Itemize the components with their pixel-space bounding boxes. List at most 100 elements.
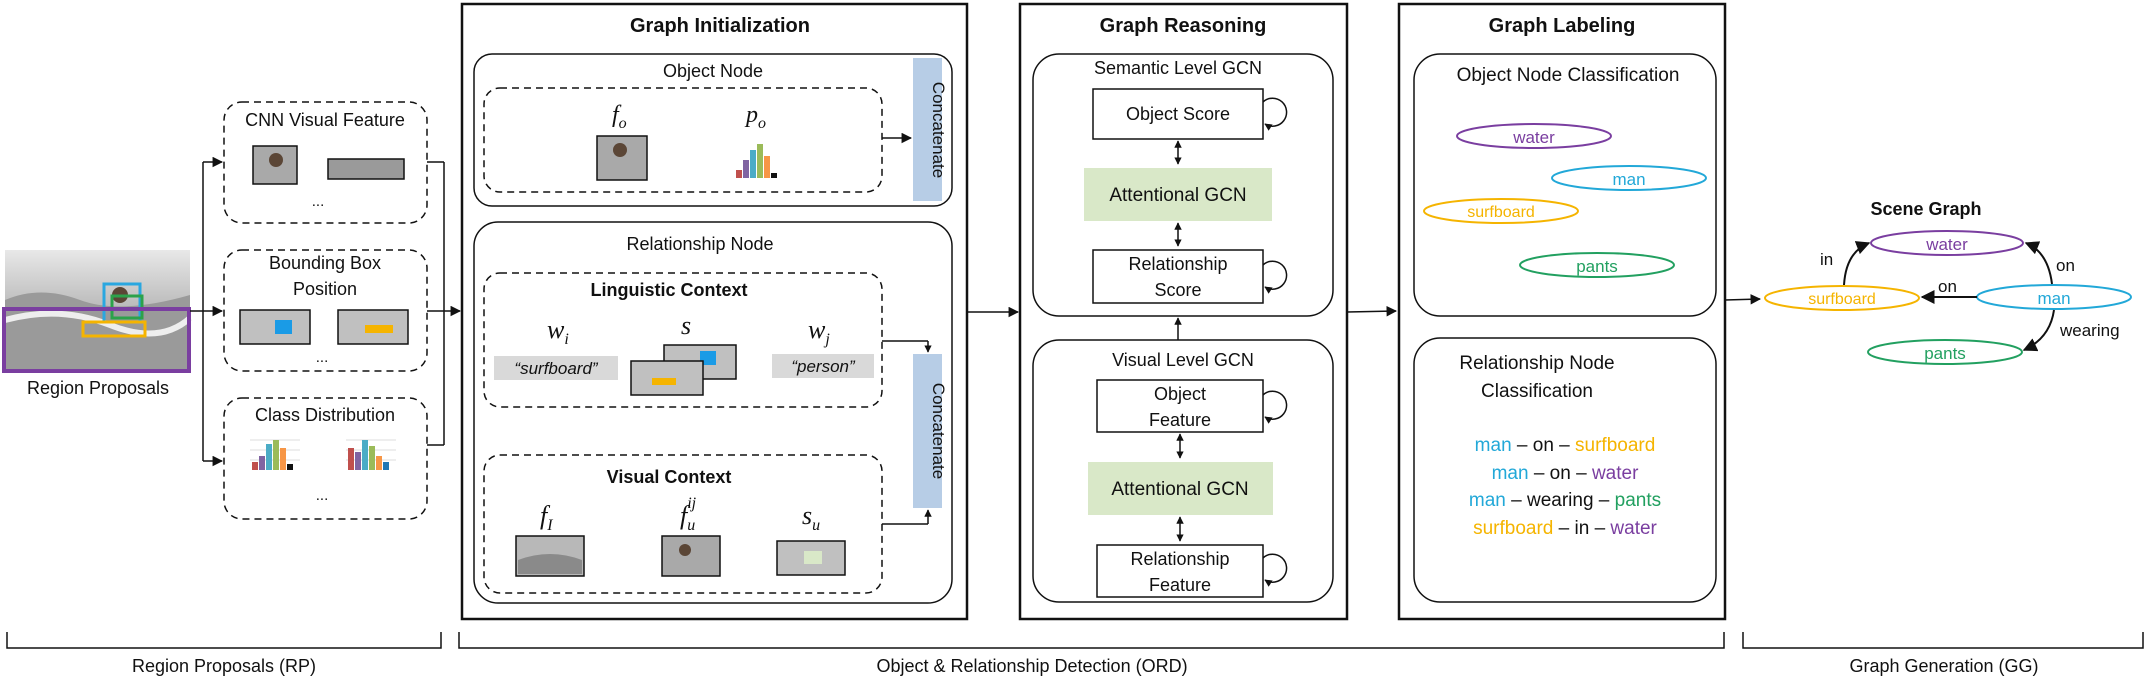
surfboard-bbox bbox=[81, 320, 147, 338]
cnn-visual-feature-title: CNN Visual Feature bbox=[245, 110, 405, 130]
word-j-box bbox=[772, 354, 874, 378]
edge-label-on-water: on bbox=[2056, 256, 2075, 275]
graph-labeling-section: Graph Labeling Object Node Classificatio… bbox=[1397, 2, 1727, 621]
graph-reasoning-section: Graph Reasoning Semantic Level GCN Objec… bbox=[1018, 2, 1349, 621]
svg-text:water: water bbox=[1925, 235, 1968, 254]
class-hist-2 bbox=[346, 439, 396, 470]
object-score-box bbox=[1092, 88, 1264, 140]
w-i-symbol: wi bbox=[547, 315, 569, 348]
word-j-text: “person” bbox=[791, 357, 856, 376]
visual-gcn-box bbox=[1032, 339, 1334, 603]
relation-3: man – wearing – pants bbox=[1469, 490, 1661, 511]
graph-initialization-title: Graph Initialization bbox=[630, 15, 810, 37]
edge-label-in: in bbox=[1820, 250, 1833, 269]
svg-text:surfboard: surfboard bbox=[1808, 291, 1876, 308]
relationship-classification-title-1: Relationship Node bbox=[1459, 353, 1614, 374]
svg-text:surfboard: surfboard bbox=[1467, 204, 1535, 221]
spatial-layout-icon bbox=[630, 344, 737, 396]
object-node-title: Object Node bbox=[663, 61, 763, 81]
edge-on-water bbox=[2024, 241, 2053, 285]
object-feature-box bbox=[1096, 379, 1264, 433]
class-distribution-title: Class Distribution bbox=[255, 405, 395, 425]
relation-list: man – on – surfboard man – on – water ma… bbox=[1469, 435, 1661, 539]
object-class-hist bbox=[736, 144, 777, 178]
visual-context-box bbox=[483, 454, 883, 594]
visual-gcn-title: Visual Level GCN bbox=[1112, 350, 1254, 370]
graph-initialization-section: Graph Initialization Object Node fo po C… bbox=[460, 2, 969, 621]
graph-reasoning-title: Graph Reasoning bbox=[1100, 15, 1267, 37]
class-hist-1 bbox=[250, 439, 300, 470]
stage-brackets: Region Proposals (RP) Object & Relations… bbox=[6, 632, 2144, 676]
scene-node-man: man bbox=[1976, 284, 2132, 310]
object-crop-image bbox=[596, 135, 648, 181]
word-i-text: “surfboard” bbox=[514, 359, 598, 378]
attentional-gcn-visual bbox=[1088, 462, 1273, 515]
linguistic-context-title: Linguistic Context bbox=[591, 280, 748, 300]
semantic-gcn-title: Semantic Level GCN bbox=[1094, 58, 1262, 78]
region-proposals-section: Region Proposals CNN Visual Feature ... … bbox=[2, 101, 462, 520]
stage-rp-label: Region Proposals (RP) bbox=[132, 656, 316, 676]
semantic-gcn-box bbox=[1032, 53, 1334, 317]
relation-2: man – on – water bbox=[1492, 463, 1639, 484]
object-node-inner bbox=[483, 87, 883, 193]
relationship-score-line2: Score bbox=[1154, 280, 1201, 300]
edge-in bbox=[1843, 241, 1871, 286]
region-proposals-label: Region Proposals bbox=[27, 378, 169, 398]
relationship-feature-box bbox=[1096, 544, 1264, 598]
stage-gg-label: Graph Generation (GG) bbox=[1849, 656, 2038, 676]
concatenate-label-object: Concatenate bbox=[929, 82, 948, 178]
p-o-symbol: po bbox=[744, 102, 766, 132]
graph-labeling-frame bbox=[1397, 2, 1727, 621]
edge-wearing bbox=[2022, 309, 2055, 352]
f-I-symbol: fI bbox=[540, 501, 553, 534]
scene-node-surfboard: surfboard bbox=[1764, 285, 1920, 311]
label-node-man: man bbox=[1551, 165, 1707, 191]
bbox-title-line1: Bounding Box bbox=[269, 253, 381, 273]
relation-4: surfboard – in – water bbox=[1473, 518, 1657, 539]
relation-1: man – on – surfboard bbox=[1475, 435, 1656, 456]
bounding-box-position-box bbox=[223, 249, 428, 372]
union-region-thumb bbox=[661, 535, 721, 577]
f-u-symbol: fuij bbox=[680, 495, 697, 534]
cnn-visual-feature-box bbox=[223, 101, 428, 224]
relationship-feature-line1: Relationship bbox=[1130, 549, 1229, 569]
concatenate-object bbox=[913, 58, 942, 201]
object-feature-line2: Feature bbox=[1149, 410, 1211, 430]
class-distribution-box bbox=[223, 397, 428, 520]
svg-text:man: man bbox=[1612, 170, 1645, 189]
relationship-classification-title-2: Classification bbox=[1481, 381, 1593, 402]
w-j-symbol: wj bbox=[808, 315, 830, 348]
svg-text:pants: pants bbox=[1576, 257, 1618, 276]
object-node-classification-box bbox=[1413, 53, 1717, 317]
attentional-gcn-label: Attentional GCN bbox=[1111, 479, 1248, 500]
cnn-board-crop bbox=[327, 158, 405, 180]
concatenate-relationship bbox=[913, 354, 942, 508]
attentional-gcn-label: Attentional GCN bbox=[1109, 185, 1246, 206]
ellipsis: ... bbox=[316, 487, 329, 504]
stage-ord-label: Object & Relationship Detection (ORD) bbox=[876, 656, 1187, 676]
f-o-symbol: fo bbox=[612, 102, 627, 132]
object-score-label: Object Score bbox=[1126, 104, 1230, 124]
ellipsis: ... bbox=[312, 193, 325, 210]
visual-context-title: Visual Context bbox=[607, 467, 732, 487]
graph-initialization-frame bbox=[460, 2, 969, 621]
relationship-node-title: Relationship Node bbox=[626, 234, 773, 254]
s-symbol: s bbox=[681, 311, 691, 340]
ellipsis: ... bbox=[316, 349, 329, 366]
object-feature-line1: Object bbox=[1154, 384, 1206, 404]
scene-graph-section: Scene Graph water surfboard man pants in… bbox=[1764, 199, 2132, 365]
water-region-bbox bbox=[2, 307, 191, 373]
attentional-gcn-semantic bbox=[1084, 168, 1272, 221]
bbox-title-line2: Position bbox=[293, 279, 357, 299]
relationship-node-classification-box bbox=[1413, 337, 1717, 603]
word-i-box bbox=[494, 356, 618, 380]
graph-labeling-title: Graph Labeling bbox=[1489, 15, 1636, 37]
svg-text:pants: pants bbox=[1924, 344, 1966, 363]
scene-node-pants: pants bbox=[1867, 339, 2023, 365]
concatenate-label-relationship: Concatenate bbox=[929, 383, 948, 479]
scene-graph-title: Scene Graph bbox=[1870, 199, 1981, 219]
svg-text:water: water bbox=[1512, 128, 1555, 147]
object-node-box bbox=[473, 53, 953, 207]
label-node-pants: pants bbox=[1519, 252, 1675, 278]
